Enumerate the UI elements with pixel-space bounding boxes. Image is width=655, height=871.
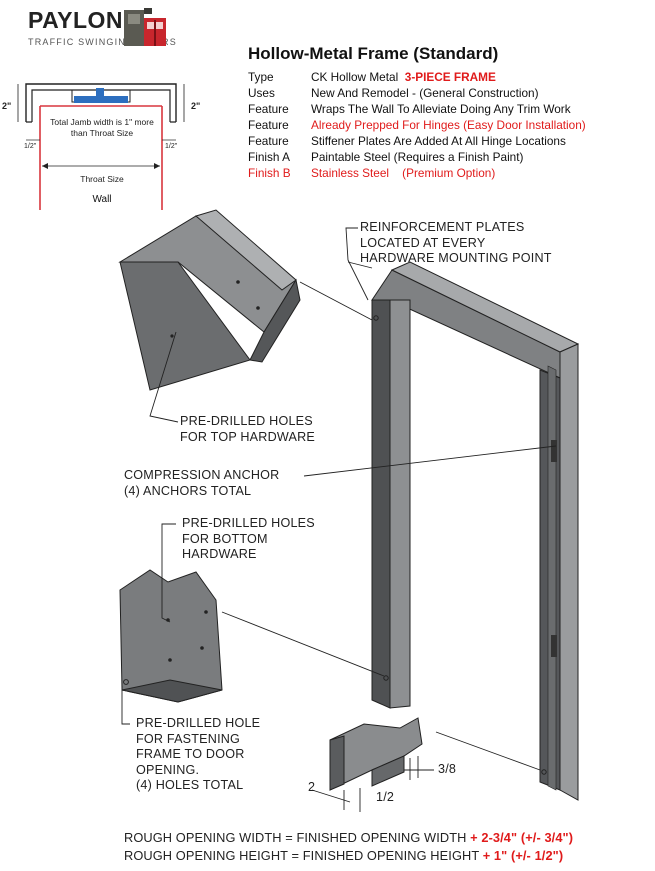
leader-anchor bbox=[303, 445, 557, 477]
callout-reinforcement: REINFORCEMENT PLATES LOCATED AT EVERY HA… bbox=[360, 220, 552, 265]
page-title: Hollow-Metal Frame (Standard) bbox=[248, 44, 499, 63]
throat-size-label: Throat Size bbox=[80, 174, 124, 184]
logo-wordmark: PAYLON bbox=[28, 7, 124, 33]
callout-compression-anchor: COMPRESSION ANCHOR (4) ANCHORS TOTAL bbox=[124, 468, 280, 498]
spec-row-finish-a: Finish A Paintable Steel (Requires a Fin… bbox=[248, 150, 524, 164]
dim-half-left: 1/2" bbox=[24, 143, 37, 150]
leader-bottom-holes bbox=[161, 523, 176, 623]
spec-row-feature-2: Feature Already Prepped For Hinges (Easy… bbox=[248, 118, 586, 132]
dim-label-3-8: 3/8 bbox=[438, 762, 457, 776]
bottom-corner-detail bbox=[119, 569, 223, 703]
dim-label-2: 2 bbox=[308, 780, 316, 794]
spec-row-type: Type CK Hollow Metal 3-PIECE FRAME bbox=[248, 70, 496, 84]
leader-reinforcement bbox=[345, 227, 369, 301]
spec-row-uses: Uses New And Remodel - (General Construc… bbox=[248, 86, 539, 100]
logo-tagline: TRAFFIC SWINGING DOORS bbox=[28, 37, 177, 47]
wall-label: Wall bbox=[92, 194, 112, 205]
spec-row-feature-1: Feature Wraps The Wall To Alleviate Doin… bbox=[248, 102, 571, 116]
spec-row-feature-3: Feature Stiffener Plates Are Added At Al… bbox=[248, 134, 566, 148]
dim-right-2in: 2" bbox=[191, 101, 201, 111]
dim-half-right: 1/2" bbox=[165, 143, 178, 150]
dim-left-2in: 2" bbox=[2, 101, 12, 111]
compression-anchor-part bbox=[329, 717, 423, 791]
jamb-section-diagram bbox=[17, 83, 185, 210]
leader-reinforcement-2 bbox=[347, 261, 373, 269]
leader-top-holes bbox=[149, 331, 179, 423]
dim-label-half: 1/2 bbox=[376, 790, 395, 804]
leader-bottom-detail bbox=[221, 611, 385, 677]
leader-fasten bbox=[121, 686, 130, 725]
jamb-width-note: Total Jamb width is 1" more than Throat … bbox=[50, 117, 154, 138]
formula-width: ROUGH OPENING WIDTH = FINISHED OPENING W… bbox=[124, 830, 574, 845]
three-piece-badge: 3-PIECE FRAME bbox=[404, 70, 496, 84]
callout-top-holes: PRE-DRILLED HOLES FOR TOP HARDWARE bbox=[180, 414, 315, 444]
leader-anchor-part bbox=[435, 731, 541, 771]
leader-top-detail bbox=[299, 281, 373, 321]
callout-fastening-hole: PRE-DRILLED HOLE FOR FASTENING FRAME TO … bbox=[136, 716, 261, 792]
top-corner-detail bbox=[118, 209, 301, 391]
spec-row-finish-b: Finish B Stainless Steel (Premium Option… bbox=[248, 166, 496, 180]
callout-bottom-holes: PRE-DRILLED HOLES FOR BOTTOM HARDWARE bbox=[182, 516, 315, 561]
formula-height: ROUGH OPENING HEIGHT = FINISHED OPENING … bbox=[124, 848, 564, 863]
logo-doors-icon bbox=[124, 8, 166, 46]
door-frame bbox=[371, 261, 580, 801]
